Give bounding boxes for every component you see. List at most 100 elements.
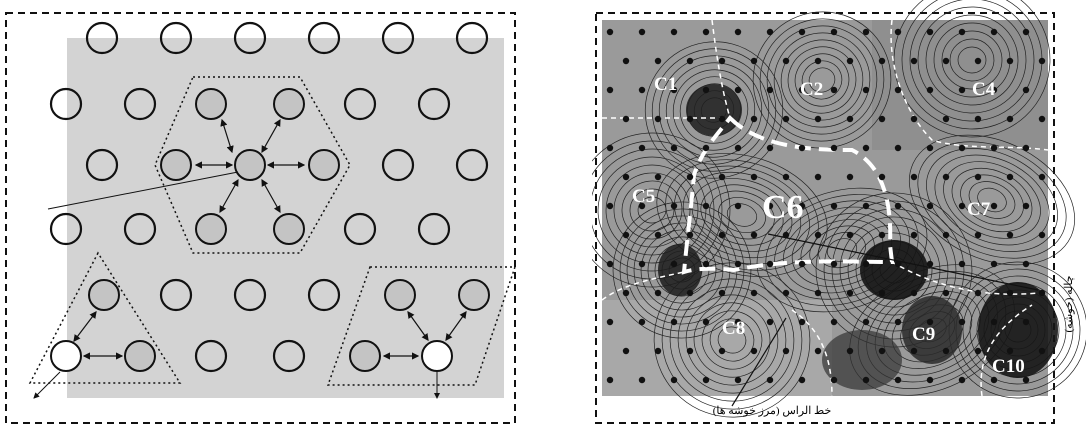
neuron-dot bbox=[734, 144, 742, 152]
neuron-dot bbox=[814, 57, 822, 65]
neuron-dot bbox=[750, 115, 758, 123]
neuron-dot bbox=[894, 28, 902, 36]
neuron-dot bbox=[734, 318, 742, 326]
neuron-dot bbox=[974, 289, 982, 297]
neuron-dot bbox=[702, 376, 710, 384]
neuron-dot bbox=[638, 376, 646, 384]
neuron-dot bbox=[670, 86, 678, 94]
neuron-dot bbox=[798, 86, 806, 94]
hex-node-bottom-left bbox=[195, 213, 227, 245]
neuron-dot bbox=[830, 144, 838, 152]
neuron-dot bbox=[670, 202, 678, 210]
neuron-dot bbox=[654, 115, 662, 123]
neuron-dot bbox=[830, 376, 838, 384]
neuron-dot bbox=[622, 115, 630, 123]
u1-arrow bbox=[33, 371, 61, 399]
neuron-dot bbox=[718, 289, 726, 297]
neuron-dot bbox=[814, 347, 822, 355]
neuron-dot bbox=[958, 376, 966, 384]
neuron-circle bbox=[233, 21, 267, 55]
neuron-dot bbox=[862, 376, 870, 384]
neuron-dot bbox=[958, 144, 966, 152]
neuron-dot bbox=[718, 231, 726, 239]
neuron-dot bbox=[638, 202, 646, 210]
neuron-dot bbox=[702, 202, 710, 210]
neuron-circle bbox=[159, 278, 193, 312]
neuron-dot bbox=[894, 86, 902, 94]
neuron-dot bbox=[878, 57, 886, 65]
neuron-dot bbox=[766, 202, 774, 210]
neuron-dot bbox=[686, 231, 694, 239]
neuron-dot bbox=[1022, 144, 1030, 152]
contour-map-svg: C1 C2 C4 C5 C6 C7 C8 C9 C10 خط الراس (مر… bbox=[592, 0, 1086, 424]
neuron-dot bbox=[990, 144, 998, 152]
contour-lines bbox=[592, 0, 1086, 418]
hex-node-center bbox=[234, 149, 266, 181]
neuron-dot bbox=[654, 231, 662, 239]
hex-arrows bbox=[194, 118, 306, 214]
neuron-dot bbox=[1006, 57, 1014, 65]
left-panel-border bbox=[5, 12, 516, 424]
neuron-dot bbox=[638, 260, 646, 268]
neuron-dot bbox=[782, 57, 790, 65]
neuron-dot bbox=[782, 231, 790, 239]
neuron-dot bbox=[702, 28, 710, 36]
neuron-dot bbox=[974, 173, 982, 181]
neuron-dot bbox=[878, 173, 886, 181]
neuron-dot bbox=[990, 202, 998, 210]
neuron-dot bbox=[654, 289, 662, 297]
cluster-label-c1: C1 bbox=[654, 74, 677, 95]
neuron-dot bbox=[974, 57, 982, 65]
neuron-dot bbox=[622, 347, 630, 355]
neuron-dot bbox=[654, 57, 662, 65]
neuron-dot bbox=[1022, 202, 1030, 210]
neuron-dot bbox=[846, 231, 854, 239]
neuron-dot bbox=[974, 115, 982, 123]
neuron-dot bbox=[830, 318, 838, 326]
neuron-dot bbox=[942, 347, 950, 355]
neuron-dot bbox=[1006, 115, 1014, 123]
neuron-dot bbox=[926, 376, 934, 384]
neuron-dot bbox=[830, 202, 838, 210]
neuron-circle bbox=[272, 339, 306, 373]
hex-node-top-left bbox=[195, 88, 227, 120]
neuron-dot bbox=[686, 57, 694, 65]
hex-node-bottom-right bbox=[273, 213, 305, 245]
neuron-dot bbox=[878, 347, 886, 355]
neuron-dot bbox=[910, 347, 918, 355]
cluster-label-c5: C5 bbox=[632, 186, 655, 207]
neuron-dot bbox=[926, 144, 934, 152]
neuron-circle bbox=[381, 21, 415, 55]
neuron-circle bbox=[417, 87, 451, 121]
parallelogram-neighborhood bbox=[326, 266, 517, 386]
cluster-label-c9: C9 bbox=[912, 324, 935, 345]
neuron-dot bbox=[766, 28, 774, 36]
neuron-circle bbox=[343, 212, 377, 246]
neuron-circle bbox=[49, 87, 83, 121]
neuron-dot bbox=[1038, 173, 1046, 181]
neuron-circle bbox=[307, 278, 341, 312]
triangle-arrows bbox=[73, 311, 124, 360]
neuron-dot bbox=[638, 28, 646, 36]
neuron-dot bbox=[670, 260, 678, 268]
neuron-dot bbox=[750, 173, 758, 181]
neuron-dot bbox=[814, 173, 822, 181]
neuron-dot bbox=[910, 231, 918, 239]
neuron-dot bbox=[734, 202, 742, 210]
neuron-dot bbox=[862, 318, 870, 326]
neuron-dot bbox=[750, 57, 758, 65]
neuron-dot bbox=[1006, 289, 1014, 297]
neuron-dot bbox=[718, 173, 726, 181]
neuron-dot bbox=[974, 347, 982, 355]
neuron-dot bbox=[622, 231, 630, 239]
neuron-dot bbox=[1006, 231, 1014, 239]
neuron-circle bbox=[159, 21, 193, 55]
neuron-dot bbox=[798, 318, 806, 326]
neuron-dot bbox=[1022, 376, 1030, 384]
neuron-dot bbox=[782, 289, 790, 297]
neuron-circle bbox=[85, 21, 119, 55]
neuron-dot bbox=[878, 231, 886, 239]
neuron-dot bbox=[910, 115, 918, 123]
neuron-dot bbox=[894, 318, 902, 326]
neuron-dot bbox=[622, 289, 630, 297]
